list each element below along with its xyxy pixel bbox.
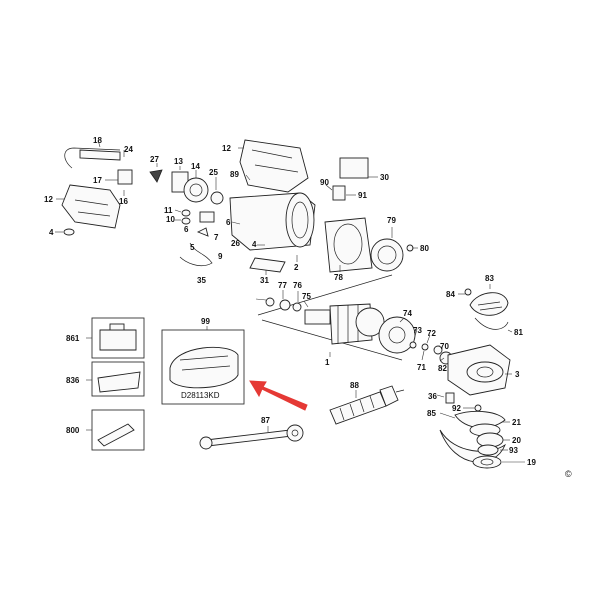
label-14: 14 xyxy=(191,162,200,171)
label-12a: 12 xyxy=(44,195,53,204)
label-71: 71 xyxy=(417,363,426,372)
label-21: 21 xyxy=(512,418,521,427)
switch-components xyxy=(149,163,224,267)
label-6b: 6 xyxy=(226,218,231,227)
label-83: 83 xyxy=(485,274,494,283)
side-handle xyxy=(329,385,405,425)
label-93: 93 xyxy=(509,446,518,455)
kit-frame xyxy=(161,329,245,405)
label-26: 26 xyxy=(231,239,240,248)
label-4b: 4 xyxy=(252,240,257,249)
label-800: 800 xyxy=(66,426,80,435)
copyright-mark: © xyxy=(565,469,572,479)
label-76: 76 xyxy=(293,281,302,290)
label-31: 31 xyxy=(260,276,269,285)
spanner-wrench xyxy=(199,424,304,450)
label-80: 80 xyxy=(420,244,429,253)
label-79: 79 xyxy=(387,216,396,225)
model-number: D28113KD xyxy=(181,391,220,400)
label-92: 92 xyxy=(452,404,461,413)
label-1: 1 xyxy=(325,358,330,367)
red-arrow-icon xyxy=(249,380,308,411)
label-90: 90 xyxy=(320,178,329,187)
handle-cord-assembly xyxy=(55,139,133,236)
label-19: 19 xyxy=(527,458,536,467)
label-18: 18 xyxy=(93,136,102,145)
label-24: 24 xyxy=(124,145,133,154)
label-27: 27 xyxy=(150,155,159,164)
label-70: 70 xyxy=(440,342,449,351)
label-35: 35 xyxy=(197,276,206,285)
label-16: 16 xyxy=(119,197,128,206)
label-13: 13 xyxy=(174,157,183,166)
label-91: 91 xyxy=(358,191,367,200)
label-836: 836 xyxy=(66,376,80,385)
label-72: 72 xyxy=(427,329,436,338)
label-9: 9 xyxy=(218,252,223,261)
label-99: 99 xyxy=(201,317,210,326)
motor-housing xyxy=(229,139,418,275)
label-74: 74 xyxy=(403,309,412,318)
label-88: 88 xyxy=(350,381,359,390)
label-5: 5 xyxy=(190,243,195,252)
label-17: 17 xyxy=(93,176,102,185)
label-10: 10 xyxy=(166,215,175,224)
label-20: 20 xyxy=(512,436,521,445)
label-85: 85 xyxy=(427,409,436,418)
label-81: 81 xyxy=(514,328,523,337)
accessories xyxy=(86,317,145,451)
armature-assembly xyxy=(255,274,453,365)
label-2: 2 xyxy=(294,263,299,272)
label-861: 861 xyxy=(66,334,80,343)
label-77: 77 xyxy=(278,281,287,290)
gear-head-assembly xyxy=(436,284,525,469)
label-12b: 12 xyxy=(222,144,231,153)
label-82: 82 xyxy=(438,364,447,373)
label-11: 11 xyxy=(164,206,173,215)
label-89: 89 xyxy=(230,170,239,179)
part-labels: 18 24 17 16 12 4 27 13 14 25 11 10 6 5 7… xyxy=(44,136,572,479)
label-87: 87 xyxy=(261,416,270,425)
label-25: 25 xyxy=(209,168,218,177)
label-78: 78 xyxy=(334,273,343,282)
label-7: 7 xyxy=(214,233,219,242)
label-30: 30 xyxy=(380,173,389,182)
label-84: 84 xyxy=(446,290,455,299)
label-75: 75 xyxy=(302,292,311,301)
guard-kit-box xyxy=(161,326,245,405)
label-3: 3 xyxy=(515,370,520,379)
label-4a: 4 xyxy=(49,228,54,237)
label-73: 73 xyxy=(413,326,422,335)
label-36: 36 xyxy=(428,392,437,401)
label-6a: 6 xyxy=(184,225,189,234)
